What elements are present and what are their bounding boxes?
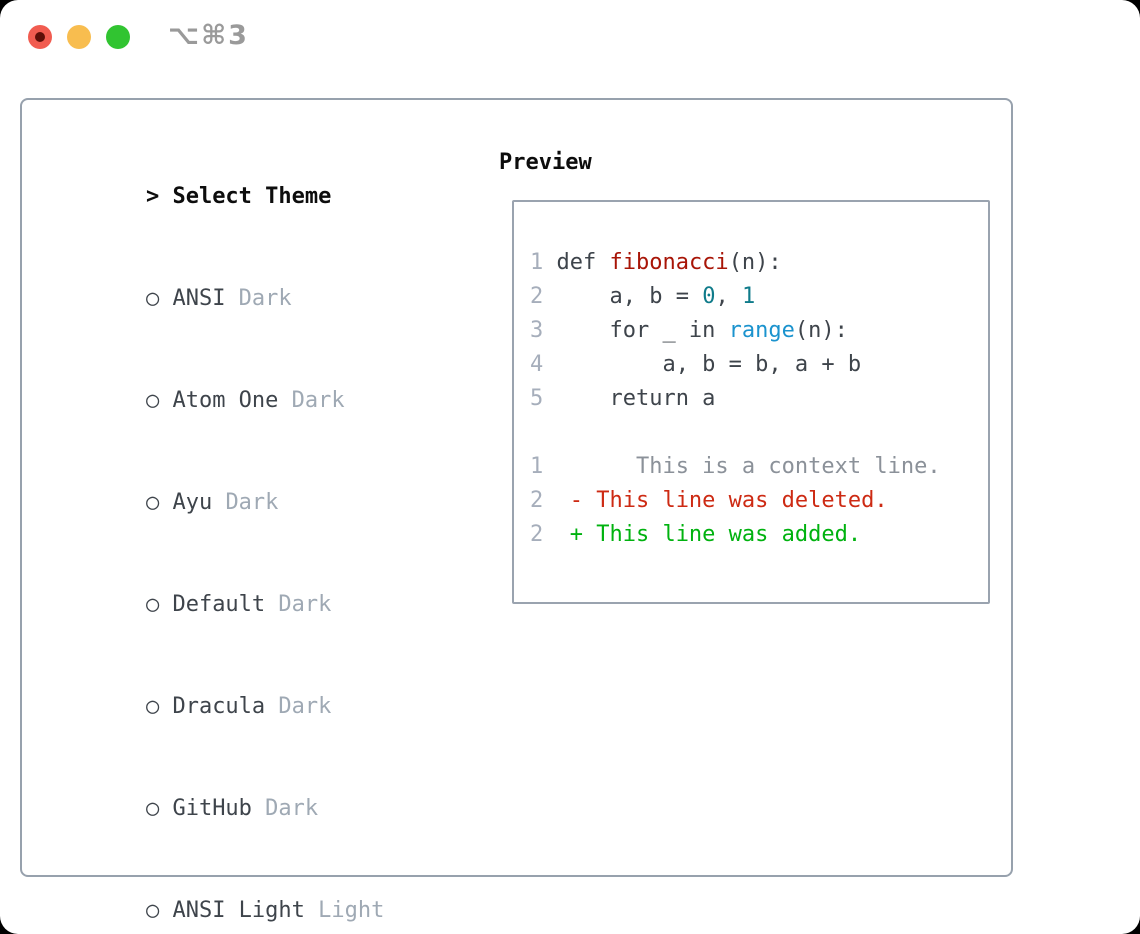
theme-variant: Light [318,898,385,923]
radio-icon: ○ [145,388,160,413]
select-theme-header: > Select Theme [40,146,424,248]
window-title-shortcut: ⌥⌘3 [168,20,249,51]
titlebar [28,25,145,49]
line-number: 1 [530,454,544,479]
close-button-dot-icon [35,32,45,42]
cursor-icon: > [145,184,160,209]
theme-name: Default [172,592,266,617]
theme-name: GitHub [172,796,252,821]
theme-option-atom-one-dark[interactable]: ○ Atom One Dark [40,350,424,452]
theme-variant: Dark [238,286,292,311]
theme-name: Dracula [172,694,266,719]
theme-name: ANSI [172,286,226,311]
theme-option-github-dark[interactable]: ○ GitHub Dark [40,758,424,860]
zoom-button[interactable] [106,25,130,49]
line-number: 3 [530,318,544,343]
preview-diff-deleted-line: 2 - This line was deleted. [530,484,988,518]
theme-variant: Dark [278,592,332,617]
number-token: 0 [702,284,716,309]
theme-option-dracula-dark[interactable]: ○ Dracula Dark [40,656,424,758]
builtin-token: range [728,318,795,343]
theme-variant: Dark [265,796,319,821]
theme-option-ansi-light[interactable]: ○ ANSI Light Light [40,860,424,934]
line-number: 4 [530,352,544,377]
radio-icon: ○ [145,694,160,719]
preview-header-label: Preview [499,150,592,175]
theme-variant: Dark [291,388,345,413]
radio-icon: ○ [145,490,160,515]
theme-name: Ayu [172,490,213,515]
radio-icon: ○ [145,286,160,311]
radio-icon: ○ [145,898,160,923]
function-token: fibonacci [609,250,729,275]
preview-code-line: 5 return a [530,382,988,416]
radio-icon: ○ [145,592,160,617]
theme-option-default-dark[interactable]: ○ Default Dark [40,554,424,656]
line-number: 1 [530,250,544,275]
theme-option-ayu-dark[interactable]: ○ Ayu Dark [40,452,424,554]
line-number: 2 [530,488,544,513]
line-number: 2 [530,522,544,547]
number-token: 1 [741,284,756,309]
preview-diff-added-line: 2 + This line was added. [530,518,988,552]
theme-name: Atom One [172,388,279,413]
select-theme-header-label: Select Theme [172,184,332,209]
preview-code-line: 3 for _ in range(n): [530,314,988,348]
preview-code-line: 2 a, b = 0, 1 [530,280,988,314]
line-number: 2 [530,284,544,309]
preview-diff-context-line: 1 This is a context line. [530,450,988,484]
close-button[interactable] [28,25,52,49]
theme-option-ansi-dark[interactable]: ○ ANSI Dark [40,248,424,350]
preview-blank-line [530,416,988,450]
preview-code-line: 4 a, b = b, a + b [530,348,988,382]
line-number: 5 [530,386,544,411]
theme-name: ANSI Light [172,898,305,923]
theme-variant: Dark [225,490,279,515]
radio-icon: ○ [145,796,160,821]
minimize-button[interactable] [67,25,91,49]
theme-variant: Dark [278,694,332,719]
